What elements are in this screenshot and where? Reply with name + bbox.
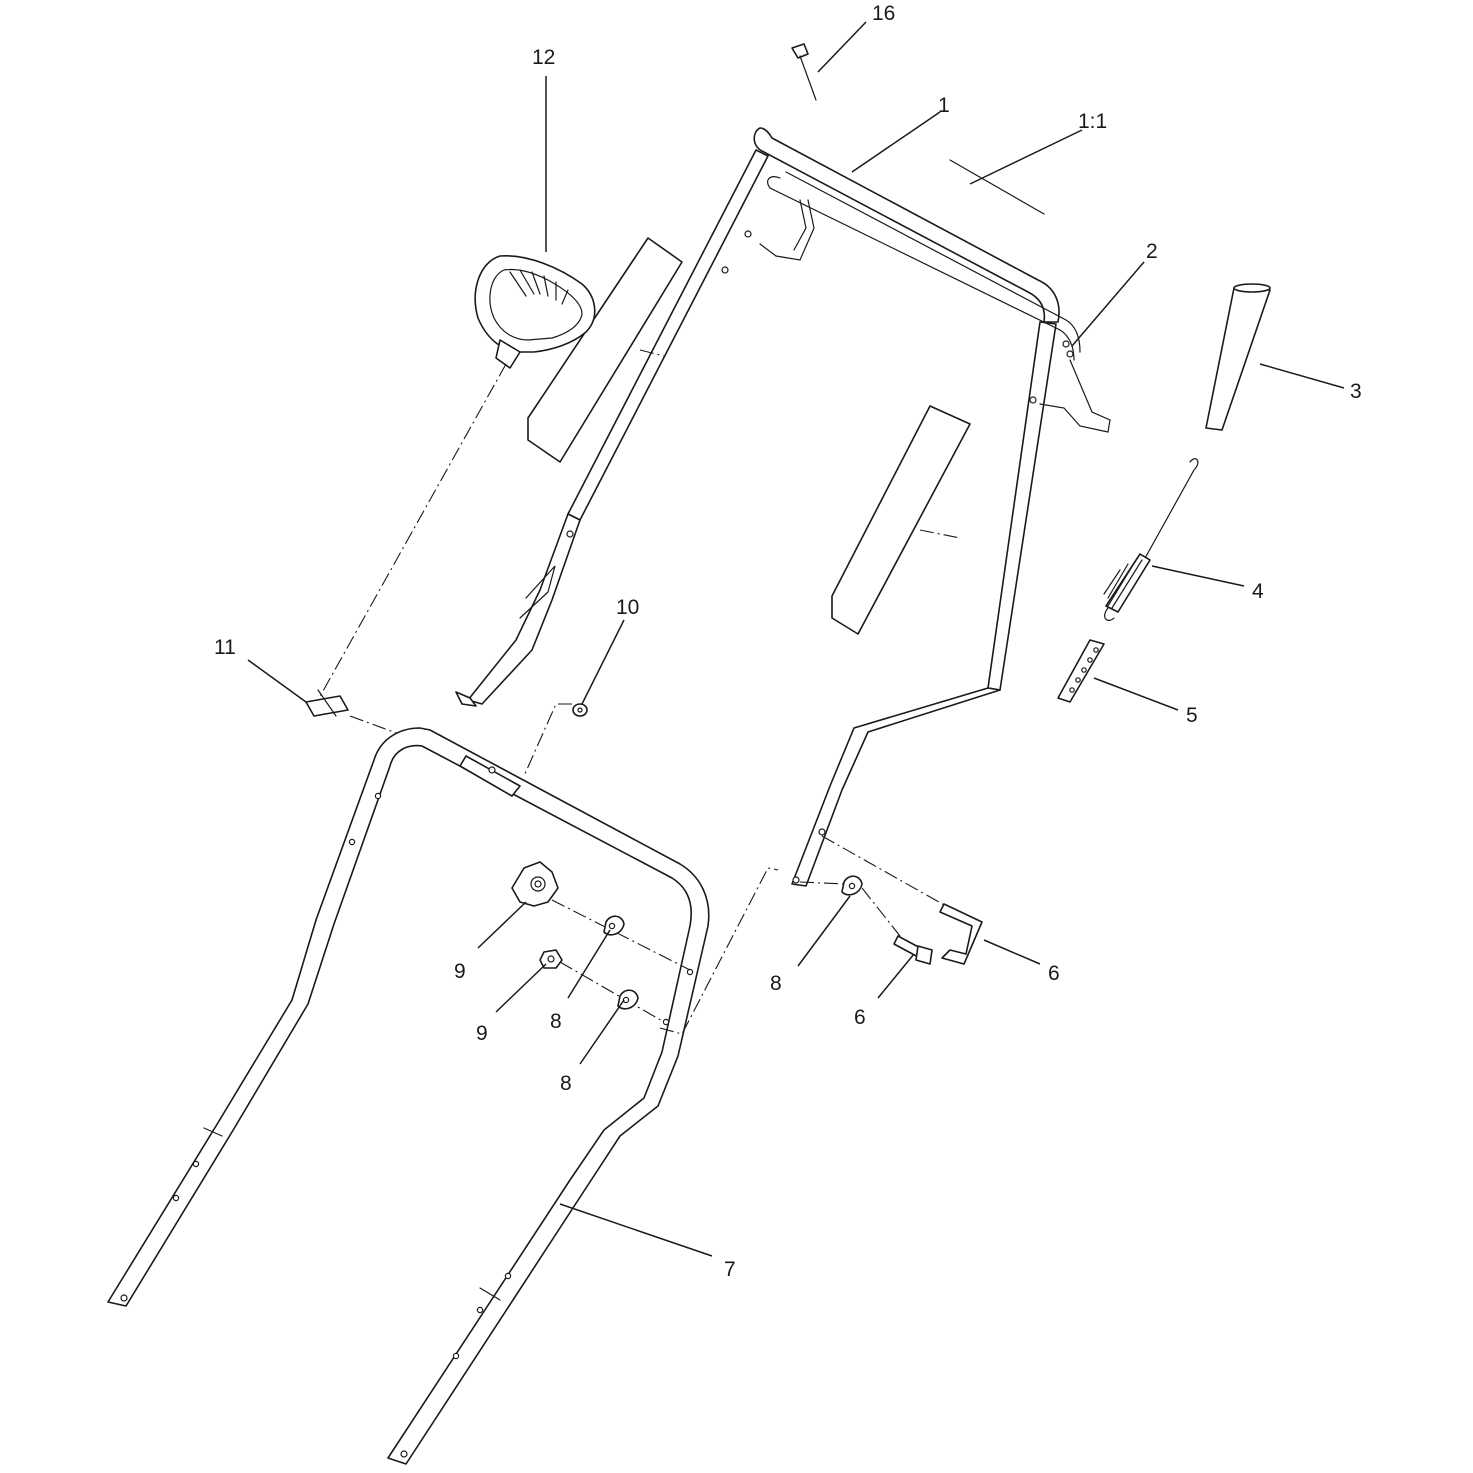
callout-6-bracket: 6 (1048, 962, 1060, 985)
callout-1: 1 (938, 94, 950, 117)
callout-1-1: 1:1 (1078, 110, 1107, 133)
curved-washer-right (841, 875, 863, 896)
grip-tube (1205, 287, 1271, 431)
left-decal (527, 237, 683, 463)
callout-4: 4 (1252, 580, 1264, 603)
adjustment-plate (1057, 639, 1105, 703)
callout-11: 11 (214, 636, 236, 659)
callout-8-upper: 8 (550, 1010, 562, 1033)
callout-16: 16 (872, 2, 895, 25)
callout-7: 7 (724, 1258, 736, 1281)
callout-6-bolt: 6 (854, 1006, 866, 1029)
callout-8-right: 8 (770, 972, 782, 995)
callout-labels: 16 12 1 1:1 2 3 4 5 10 11 6 6 8 8 8 9 9 … (214, 2, 1362, 1281)
callout-2: 2 (1146, 240, 1158, 263)
washer (572, 703, 588, 717)
right-decal (831, 405, 971, 635)
upper-handle (455, 127, 1111, 887)
leader-lines (247, 21, 1345, 1257)
callout-9-knob: 9 (454, 960, 466, 983)
callout-5: 5 (1186, 704, 1198, 727)
lower-handle (107, 727, 710, 1465)
callout-9-nut: 9 (476, 1022, 488, 1045)
carriage-bolt (893, 935, 933, 965)
callout-3: 3 (1350, 380, 1362, 403)
handle-knob (511, 861, 559, 907)
callout-10: 10 (616, 596, 639, 619)
callout-8-lower: 8 (560, 1072, 572, 1095)
cable-guide (474, 255, 596, 369)
cable-tie (791, 43, 817, 101)
hex-nut (539, 949, 563, 969)
curved-washer-upper (603, 915, 625, 936)
tie-strap (949, 159, 1045, 215)
callout-12: 12 (532, 46, 555, 69)
cable-clip (305, 689, 349, 717)
extension-spring (1103, 458, 1199, 621)
curved-washer-lower (617, 989, 639, 1010)
u-bracket (939, 903, 983, 965)
